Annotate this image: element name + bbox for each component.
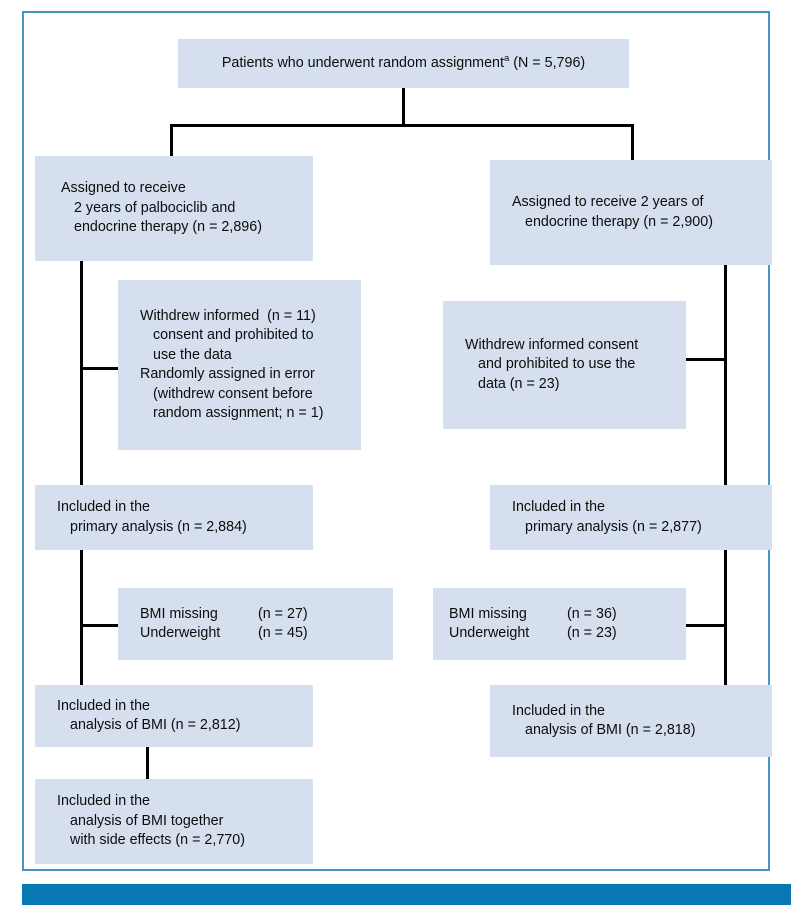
underweight-value-right: (n = 23) [567, 625, 617, 641]
node-primary-analysis-right: Included in the primary analysis (n = 2,… [490, 485, 772, 550]
node-exclusion-right-line2: and prohibited to use the [478, 356, 636, 373]
connector-enrollment-down [402, 88, 405, 126]
node-exclusion-left-line5: (withdrew consent before [153, 385, 313, 402]
node-bmi-side-effects-left-line3: with side effects (n = 2,770) [70, 832, 245, 849]
node-enrollment: Patients who underwent random assignment… [178, 39, 629, 88]
node-bmi-side-effects-left-line1: Included in the [57, 793, 150, 810]
connector-left-exclusion-branch [80, 367, 118, 370]
node-exclusion-right: Withdrew informed consent and prohibited… [443, 301, 686, 429]
node-bmi-analysis-right-line2: analysis of BMI (n = 2,818) [525, 722, 696, 738]
underweight-value-left: (n = 45) [258, 625, 308, 641]
connector-split-drop-left [170, 124, 173, 156]
node-primary-analysis-left-line2: primary analysis (n = 2,884) [70, 518, 247, 535]
underweight-label-left: Underweight [140, 625, 221, 641]
node-bmi-analysis-left-line2: analysis of BMI (n = 2,812) [70, 717, 241, 733]
node-primary-analysis-right-line1: Included in the [512, 499, 605, 515]
underweight-label-right: Underweight [449, 625, 530, 641]
node-arm-right-line1: Assigned to receive 2 years of [512, 194, 704, 210]
node-bmi-analysis-right-line1: Included in the [512, 702, 605, 719]
node-exclusion-left-line2: consent and prohibited to [153, 327, 314, 343]
node-bmi-exclusion-right-row2: Underweight (n = 23) [449, 624, 686, 644]
node-exclusion-right-line3: data (n = 23) [478, 375, 560, 392]
node-bmi-analysis-left: Included in the analysis of BMI (n = 2,8… [35, 685, 313, 747]
node-exclusion-left: Withdrew informed (n = 11) consent and p… [118, 280, 361, 450]
node-primary-analysis-left-line1: Included in the [57, 499, 150, 515]
connector-right-bmi-branch [686, 624, 727, 627]
node-arm-left: Assigned to receive 2 years of palbocicl… [35, 156, 313, 261]
flow-diagram-canvas: Patients who underwent random assignment… [24, 13, 772, 873]
node-arm-left-line1: Assigned to receive [61, 180, 186, 197]
node-bmi-side-effects-left-line2: analysis of BMI together [70, 812, 224, 829]
connector-right-spine-2 [724, 550, 727, 685]
node-bmi-analysis-right: Included in the analysis of BMI (n = 2,8… [490, 685, 772, 757]
connector-split-horizontal [170, 124, 634, 127]
node-bmi-exclusion-left-row2: Underweight (n = 45) [140, 624, 393, 644]
node-exclusion-left-line1: Withdrew informed (n = 11) [140, 307, 316, 324]
node-bmi-side-effects-left: Included in the analysis of BMI together… [35, 779, 313, 864]
node-exclusion-left-line3: use the data [153, 346, 232, 363]
connector-split-drop-right [631, 124, 634, 160]
footnote-marker-a: a [503, 52, 510, 64]
node-enrollment-text: Patients who underwent random assignment… [221, 52, 586, 71]
node-bmi-exclusion-right-row1: BMI missing (n = 36) [449, 605, 686, 625]
bmi-missing-label-left: BMI missing [140, 605, 218, 622]
bmi-missing-value-right: (n = 36) [567, 605, 617, 622]
figure-frame: Patients who underwent random assignment… [22, 11, 772, 873]
figure-bottom-bar [22, 884, 791, 905]
node-arm-right-line2: endocrine therapy (n = 2,900) [525, 213, 713, 230]
connector-right-exclusion-branch [686, 358, 727, 361]
node-primary-analysis-left: Included in the primary analysis (n = 2,… [35, 485, 313, 550]
node-exclusion-right-line1: Withdrew informed consent [465, 336, 639, 353]
node-bmi-analysis-left-line1: Included in the [57, 697, 150, 714]
node-exclusion-left-line6: random assignment; n = 1) [153, 405, 324, 421]
connector-right-spine-1 [724, 265, 727, 485]
bmi-missing-value-left: (n = 27) [258, 605, 308, 622]
node-primary-analysis-right-line2: primary analysis (n = 2,877) [525, 518, 702, 535]
connector-left-spine-3 [146, 747, 149, 779]
node-arm-left-line3: endocrine therapy (n = 2,896) [74, 219, 262, 236]
node-bmi-exclusion-left: BMI missing (n = 27) Underweight (n = 45… [118, 588, 393, 660]
node-bmi-exclusion-left-row1: BMI missing (n = 27) [140, 605, 393, 625]
node-bmi-exclusion-right: BMI missing (n = 36) Underweight (n = 23… [433, 588, 686, 660]
connector-left-spine-1 [80, 261, 83, 485]
node-exclusion-left-line4: Randomly assigned in error [140, 366, 315, 382]
node-arm-right: Assigned to receive 2 years of endocrine… [490, 160, 772, 265]
connector-left-bmi-branch [80, 624, 118, 627]
node-arm-left-line2: 2 years of palbociclib and [74, 199, 236, 216]
connector-left-spine-2 [80, 550, 83, 685]
bmi-missing-label-right: BMI missing [449, 605, 527, 622]
